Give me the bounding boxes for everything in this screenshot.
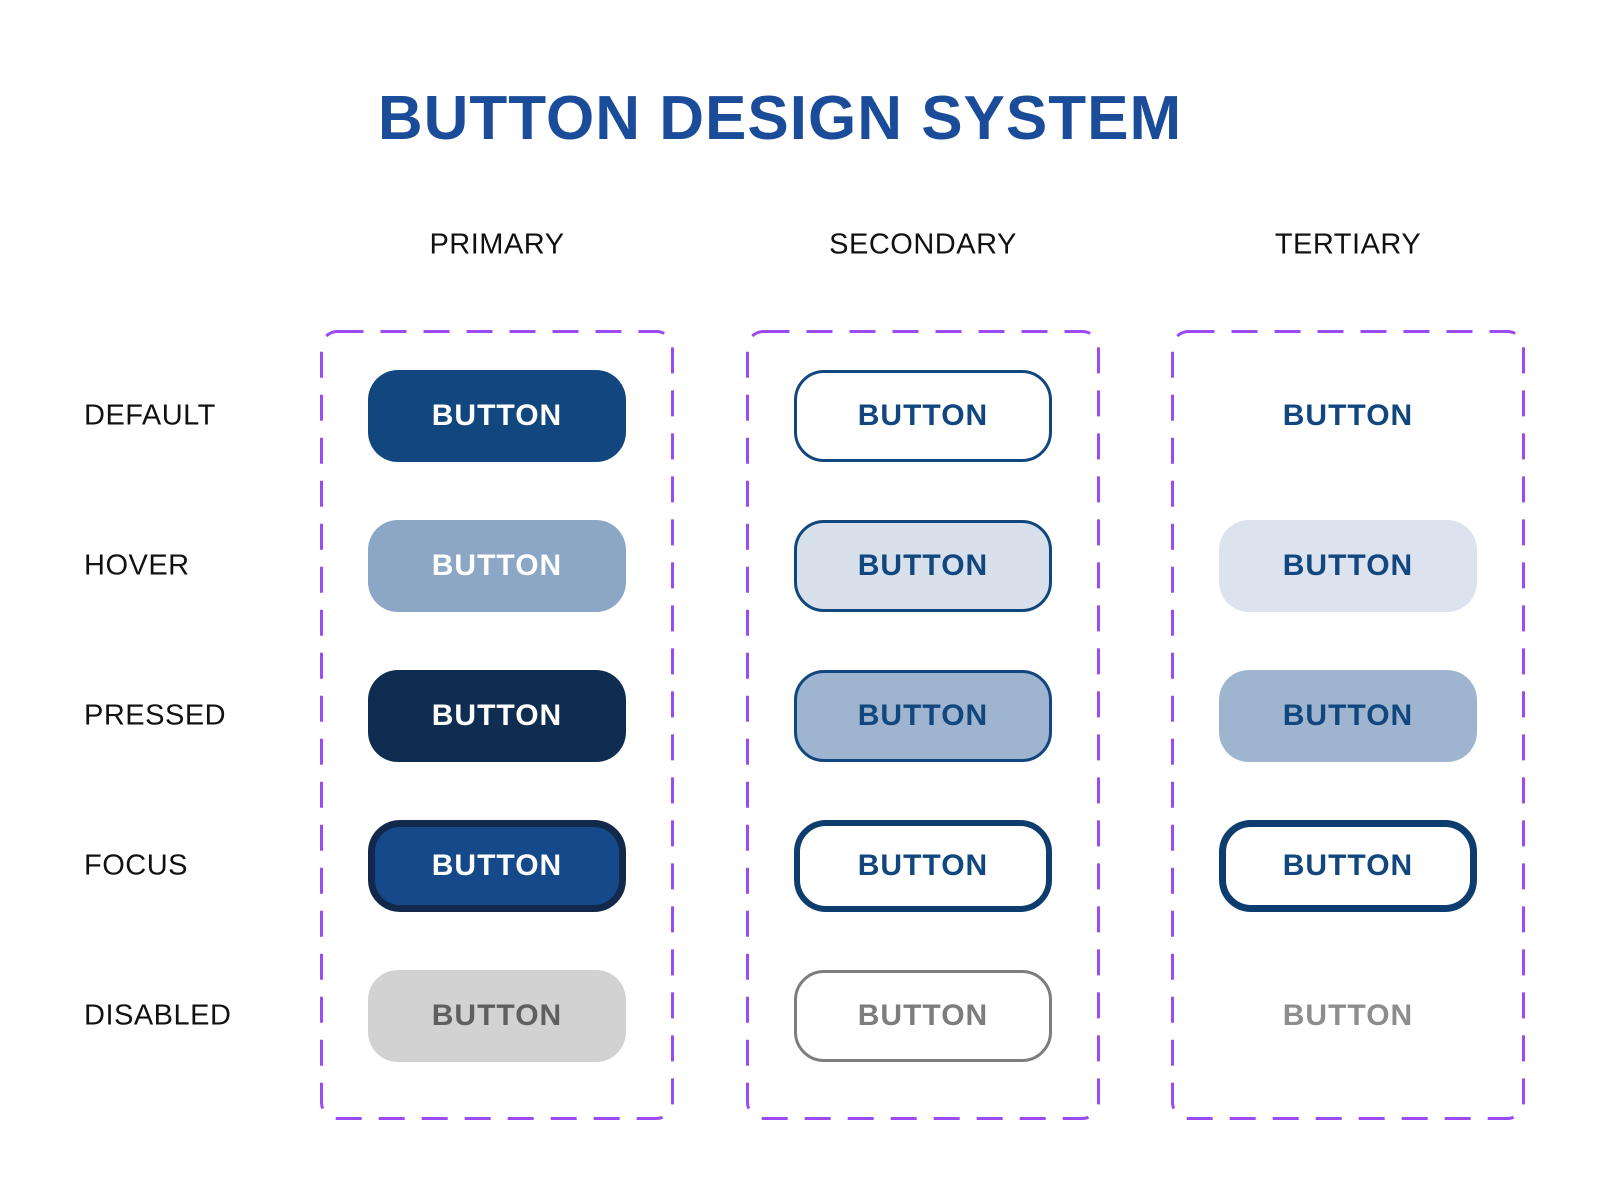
tertiary-hover-button[interactable]: BUTTON [1219,520,1477,612]
row-label-pressed: PRESSED [84,699,227,732]
primary-pressed-button[interactable]: BUTTON [368,670,626,762]
secondary-column-frame: BUTTON BUTTON BUTTON BUTTON BUTTON [746,330,1100,1120]
secondary-hover-button[interactable]: BUTTON [794,520,1052,612]
secondary-disabled-button: BUTTON [794,970,1052,1062]
secondary-default-button[interactable]: BUTTON [794,370,1052,462]
primary-focus-button[interactable]: BUTTON [368,820,626,912]
row-label-default: DEFAULT [84,399,216,432]
tertiary-pressed-button[interactable]: BUTTON [1219,670,1477,762]
secondary-pressed-button[interactable]: BUTTON [794,670,1052,762]
primary-hover-button[interactable]: BUTTON [368,520,626,612]
primary-default-button[interactable]: BUTTON [368,370,626,462]
column-header-tertiary: TERTIARY [1274,228,1422,261]
primary-column-frame: BUTTON BUTTON BUTTON BUTTON BUTTON [320,330,674,1120]
column-header-secondary: SECONDARY [829,228,1017,261]
tertiary-disabled-button: BUTTON [1282,999,1414,1032]
tertiary-column-frame: BUTTON BUTTON BUTTON BUTTON BUTTON [1171,330,1525,1120]
row-label-disabled: DISABLED [84,999,232,1032]
tertiary-default-button[interactable]: BUTTON [1282,399,1414,432]
row-label-focus: FOCUS [84,849,188,882]
tertiary-focus-button[interactable]: BUTTON [1219,820,1477,912]
page-title: BUTTON DESIGN SYSTEM [377,84,1183,153]
primary-disabled-button: BUTTON [368,970,626,1062]
secondary-focus-button[interactable]: BUTTON [794,820,1052,912]
column-header-primary: PRIMARY [429,228,565,261]
row-label-hover: HOVER [84,549,190,582]
